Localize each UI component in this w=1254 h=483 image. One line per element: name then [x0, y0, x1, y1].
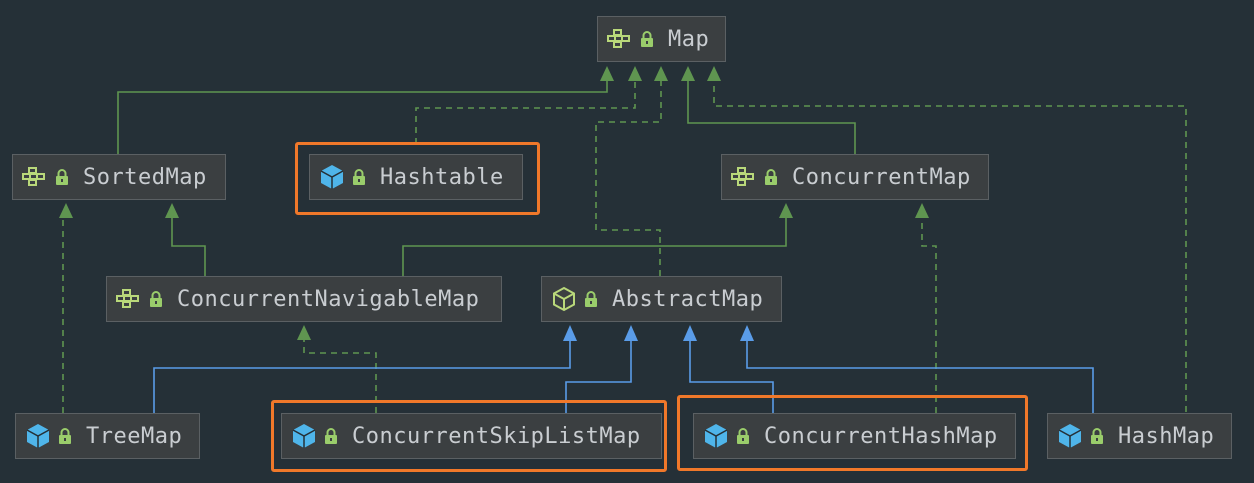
arrowhead: [165, 203, 179, 218]
node-label: Map: [668, 26, 710, 52]
edge-cnm-concurrentmap: [402, 218, 787, 276]
node-concurrentskiplistmap[interactable]: ConcurrentSkipListMap: [281, 413, 662, 459]
arrowhead: [654, 66, 668, 81]
node-label: ConcurrentSkipListMap: [352, 423, 641, 449]
node-sortedmap[interactable]: SortedMap: [12, 154, 226, 200]
node-abstractmap[interactable]: AbstractMap: [541, 276, 782, 322]
node-label: SortedMap: [83, 164, 207, 190]
class-icon: [24, 422, 52, 450]
lock-icon: [582, 288, 600, 310]
lock-icon: [350, 166, 368, 188]
interface-icon: [115, 285, 143, 313]
edge-cnm-sortedmap: [171, 218, 206, 276]
edge-abstractmap-map: [595, 80, 662, 276]
node-treemap[interactable]: TreeMap: [15, 413, 200, 459]
edge-treemap-abstractmap: [153, 340, 571, 413]
node-concurrentnavigablemap[interactable]: ConcurrentNavigableMap: [106, 276, 502, 322]
arrowhead: [740, 325, 754, 341]
lock-icon: [56, 425, 74, 447]
node-concurrenthashmap[interactable]: ConcurrentHashMap: [693, 413, 1016, 459]
lock-icon: [53, 166, 71, 188]
arrowhead: [779, 203, 793, 218]
node-hashmap[interactable]: HashMap: [1047, 413, 1232, 459]
abstract-class-icon: [550, 285, 578, 313]
edge-chm-concurrentmap: [921, 218, 937, 413]
arrowhead: [628, 66, 642, 81]
class-icon: [318, 163, 346, 191]
node-concurrentmap[interactable]: ConcurrentMap: [721, 154, 989, 200]
lock-icon: [734, 425, 752, 447]
node-label: ConcurrentHashMap: [764, 423, 998, 449]
node-label: ConcurrentMap: [792, 164, 971, 190]
arrowhead: [297, 325, 311, 340]
lock-icon: [1088, 425, 1106, 447]
node-map[interactable]: Map: [597, 16, 726, 62]
lock-icon: [762, 166, 780, 188]
lock-icon: [638, 28, 656, 50]
node-label: HashMap: [1118, 423, 1215, 449]
arrowhead: [683, 325, 697, 341]
node-label: TreeMap: [86, 423, 183, 449]
class-icon: [702, 422, 730, 450]
interface-icon: [606, 25, 634, 53]
node-label: AbstractMap: [612, 286, 764, 312]
edge-concurrentmap-map: [687, 80, 856, 154]
edge-csl-cnm: [303, 340, 377, 413]
arrowhead: [59, 203, 73, 218]
node-hashtable[interactable]: Hashtable: [309, 154, 523, 200]
arrowhead: [707, 66, 721, 81]
class-icon: [290, 422, 318, 450]
arrowhead: [624, 325, 638, 341]
arrowhead: [915, 203, 929, 218]
interface-icon: [21, 163, 49, 191]
node-label: Hashtable: [380, 164, 504, 190]
arrowhead: [563, 325, 577, 341]
edge-sortedmap-map: [117, 80, 608, 154]
node-label: ConcurrentNavigableMap: [177, 286, 480, 312]
arrowhead: [681, 66, 695, 81]
edge-hashmap-map: [713, 80, 1187, 412]
arrowhead: [600, 66, 614, 81]
edge-hashtable-map: [415, 80, 636, 144]
lock-icon: [147, 288, 165, 310]
edge-hashmap-abstractmap: [746, 340, 1094, 413]
class-icon: [1056, 422, 1084, 450]
edge-chm-abstractmap: [689, 340, 774, 413]
edge-csl-abstractmap: [565, 340, 632, 413]
interface-icon: [730, 163, 758, 191]
lock-icon: [322, 425, 340, 447]
